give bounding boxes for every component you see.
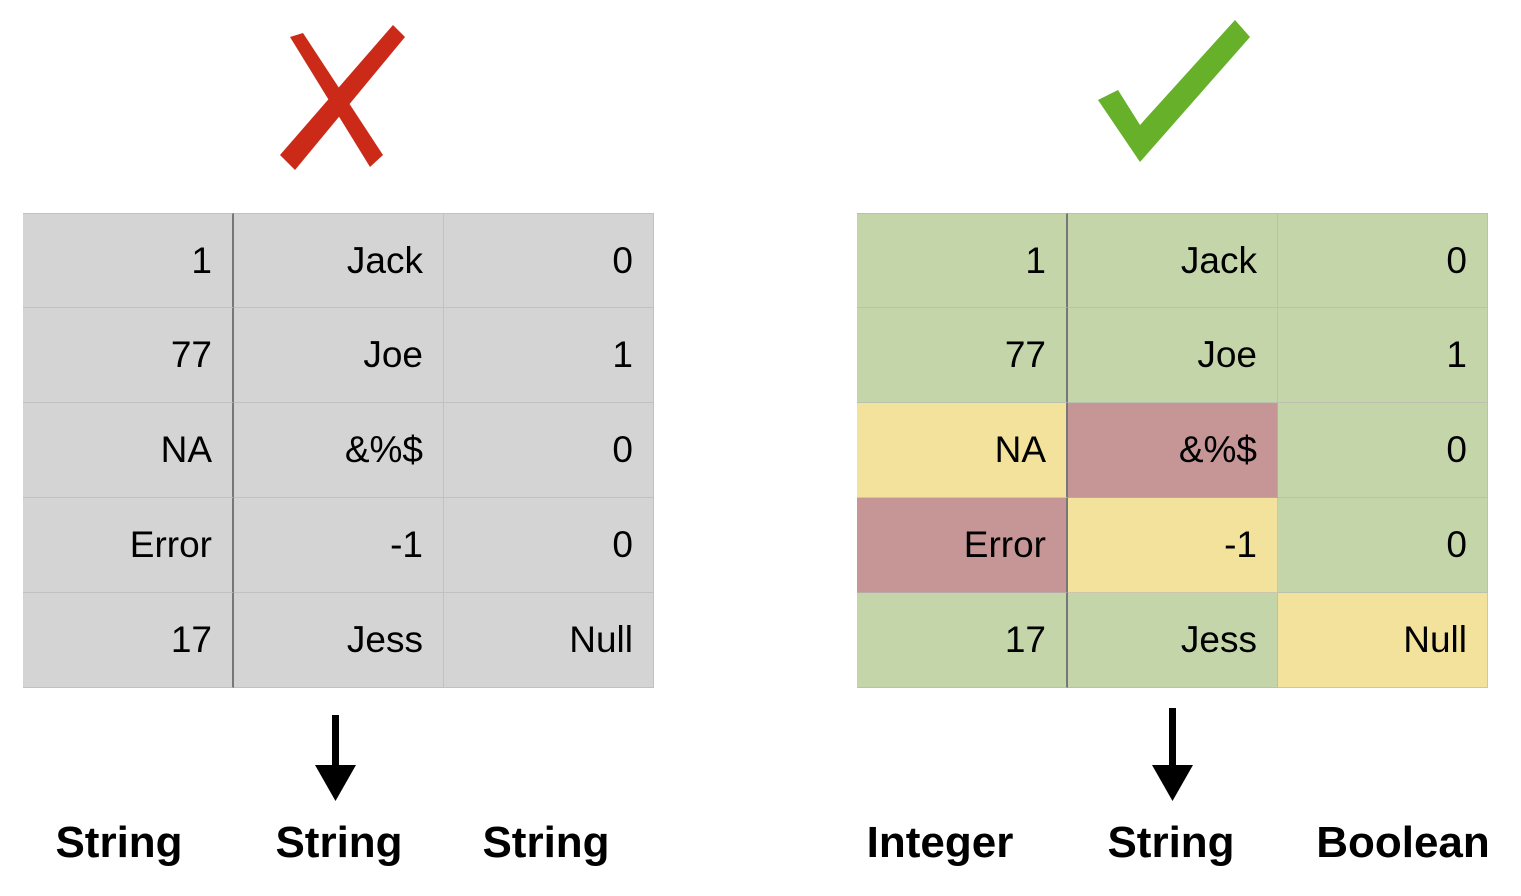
table-cell: Error <box>23 498 234 593</box>
table-cell: 0 <box>1278 213 1488 308</box>
cross-mark-icon <box>280 25 405 170</box>
table-cell: Error <box>857 498 1068 593</box>
table-cell: 1 <box>23 213 234 308</box>
arrow-down-icon <box>1152 708 1193 801</box>
table-cell: 1 <box>1278 308 1488 403</box>
left-type-label: String <box>482 818 610 867</box>
table-cell: 17 <box>857 593 1068 688</box>
table-cell: Jess <box>1068 593 1278 688</box>
table-cell: Jack <box>234 213 444 308</box>
table-cell: 0 <box>1278 498 1488 593</box>
table-cell: 1 <box>857 213 1068 308</box>
right-type-label: Integer <box>866 818 1014 867</box>
arrow-down-icon <box>315 715 356 801</box>
right-type-label: Boolean <box>1316 818 1490 867</box>
table-cell: Null <box>444 593 654 688</box>
table-cell: Jess <box>234 593 444 688</box>
right-type-label: String <box>1107 818 1235 867</box>
table-cell: 0 <box>444 403 654 498</box>
table-cell: &%$ <box>1068 403 1278 498</box>
table-cell: NA <box>857 403 1068 498</box>
table-cell: Null <box>1278 593 1488 688</box>
table-cell: -1 <box>1068 498 1278 593</box>
left-type-label: String <box>55 818 183 867</box>
left-type-label: String <box>275 818 403 867</box>
table-cell: 17 <box>23 593 234 688</box>
table-cell: 0 <box>444 498 654 593</box>
table-cell: -1 <box>234 498 444 593</box>
table-cell: 77 <box>857 308 1068 403</box>
table-cell: NA <box>23 403 234 498</box>
table-cell: 0 <box>444 213 654 308</box>
table-cell: 1 <box>444 308 654 403</box>
table-cell: Joe <box>1068 308 1278 403</box>
table-cell: &%$ <box>234 403 444 498</box>
table-cell: Joe <box>234 308 444 403</box>
table-cell: Jack <box>1068 213 1278 308</box>
check-mark-icon <box>1098 20 1250 162</box>
table-cell: 0 <box>1278 403 1488 498</box>
table-cell: 77 <box>23 308 234 403</box>
